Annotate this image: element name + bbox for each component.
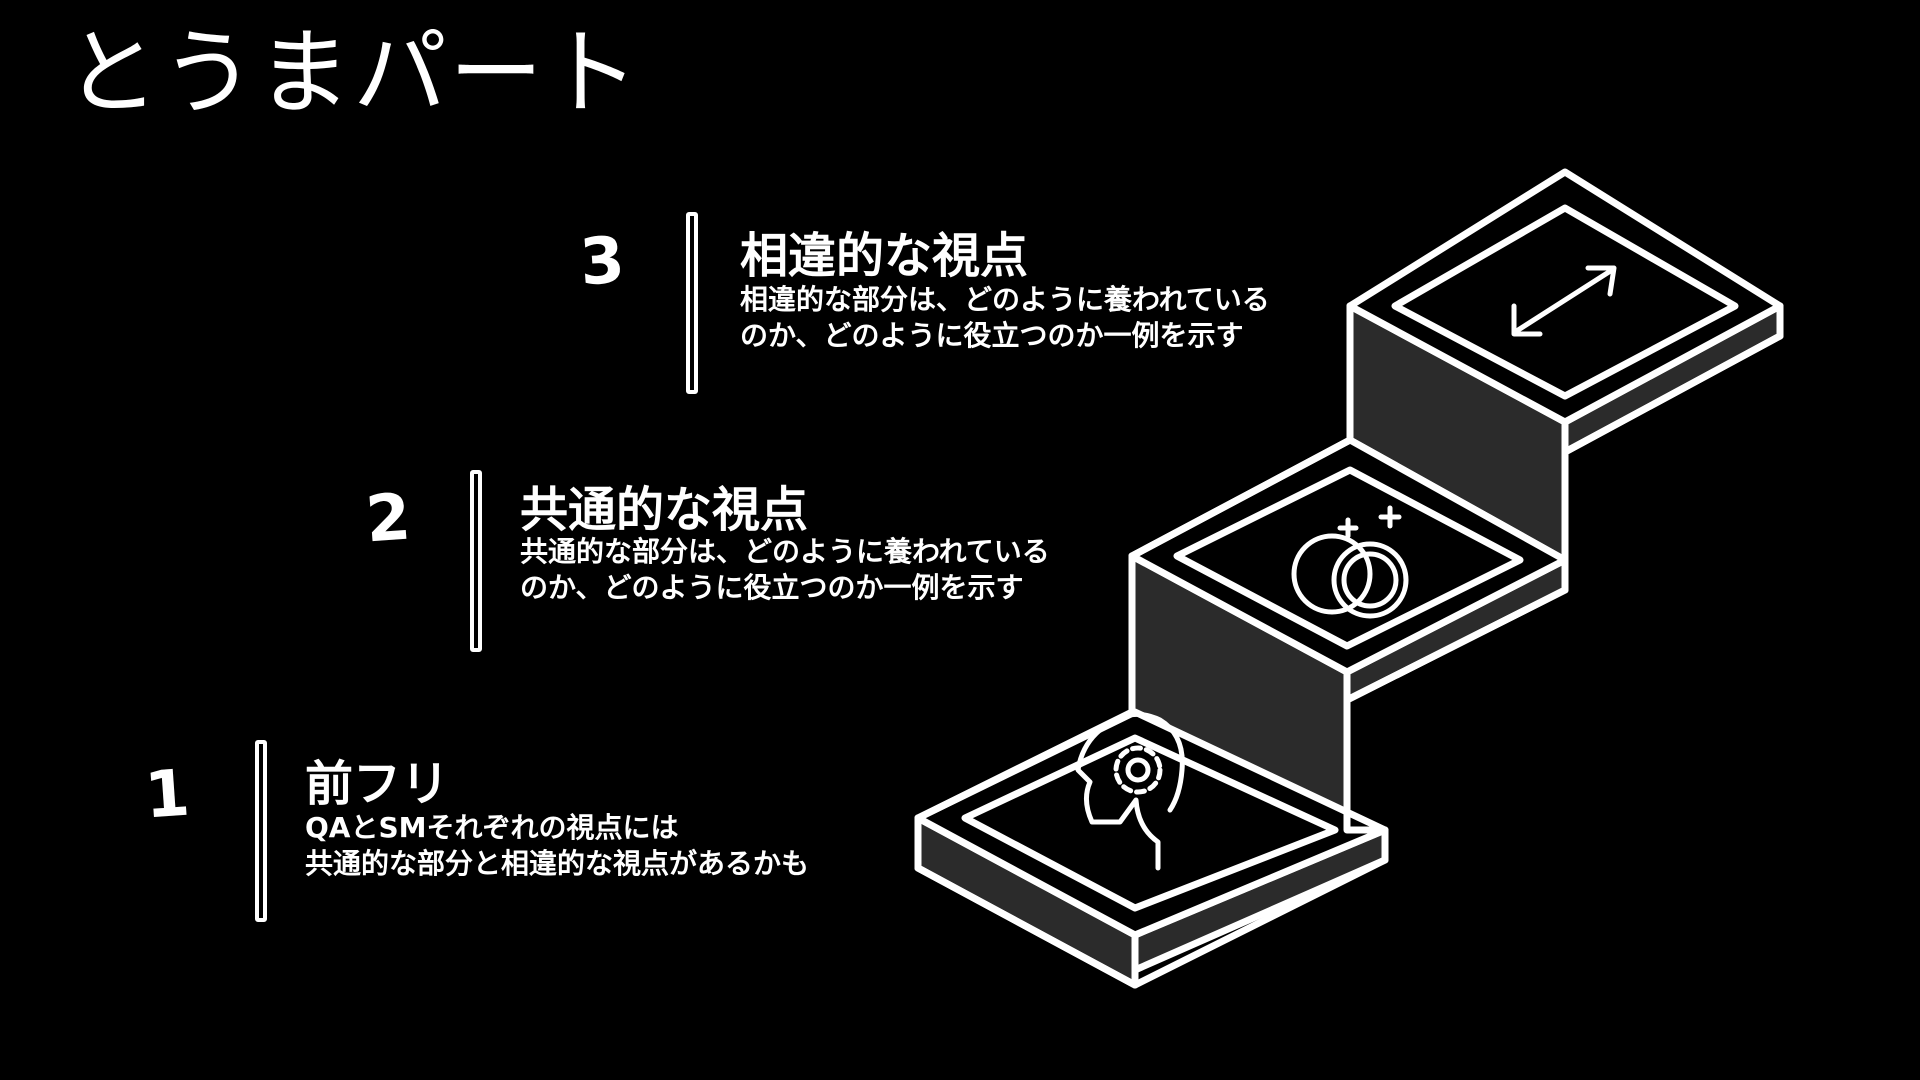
staircase-illustration bbox=[0, 0, 1920, 1080]
